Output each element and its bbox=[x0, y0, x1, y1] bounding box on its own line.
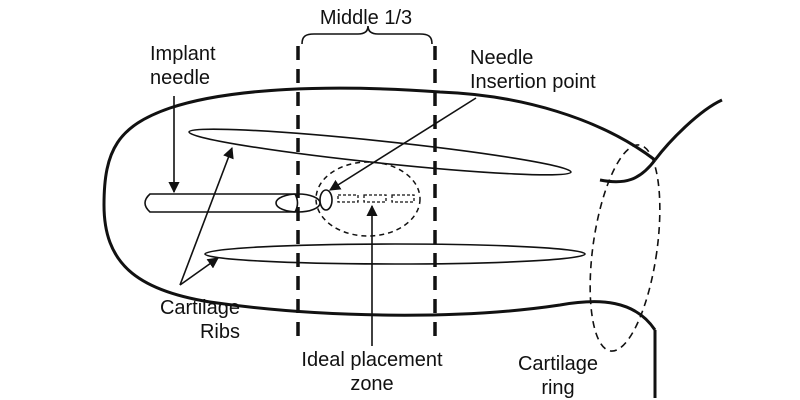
middle-third-brace bbox=[301, 25, 433, 45]
arrow-needle-insertion-point bbox=[329, 97, 477, 191]
needle-insertion-point-label: Needle Insertion point bbox=[470, 46, 596, 94]
arrow-cartilage-rib-lower bbox=[179, 257, 219, 286]
cartilage-ring bbox=[589, 144, 661, 352]
placement-segment-3 bbox=[391, 194, 415, 203]
cartilage-ribs-label: Cartilage Ribs bbox=[125, 296, 240, 344]
tail-upper-outline bbox=[599, 159, 657, 184]
ideal-placement-zone-outline bbox=[315, 161, 421, 237]
cartilage-rib-upper bbox=[188, 128, 572, 176]
arrow-cartilage-rib-upper bbox=[179, 146, 234, 286]
placement-segment-1 bbox=[337, 194, 359, 203]
implant-needle-label-line-2: needle bbox=[150, 67, 211, 89]
cartilage-ribs-label-line-1: Cartilage bbox=[159, 297, 240, 319]
ideal-placement-zone-label: Ideal placement zone bbox=[290, 348, 454, 396]
fish-body-outline bbox=[102, 86, 657, 331]
cartilage-ring-label-line-1: Cartilage bbox=[517, 353, 599, 375]
middle-third-label: Middle 1/3 bbox=[319, 7, 413, 29]
cartilage-rib-lower bbox=[204, 243, 586, 265]
cartilage-ribs-label-line-2: Ribs bbox=[199, 321, 240, 343]
tail-upper-fin bbox=[653, 98, 723, 161]
implant-needle-shaft bbox=[144, 193, 299, 213]
ideal-placement-zone-label-line-2: zone bbox=[350, 373, 394, 395]
cartilage-ring-label-line-2: ring bbox=[541, 377, 575, 399]
needle-insertion-point-label-line-1: Needle bbox=[470, 47, 534, 69]
implant-needle-label-line-1: Implant bbox=[150, 43, 216, 65]
cartilage-ring-label: Cartilage ring bbox=[508, 352, 608, 400]
ideal-placement-zone-label-line-1: Ideal placement bbox=[301, 349, 443, 371]
needle-insertion-point-marker bbox=[319, 189, 333, 211]
placement-segment-2 bbox=[363, 194, 387, 203]
implant-needle-label: Implant needle bbox=[150, 42, 216, 90]
needle-insertion-point-label-line-2: Insertion point bbox=[470, 71, 596, 93]
